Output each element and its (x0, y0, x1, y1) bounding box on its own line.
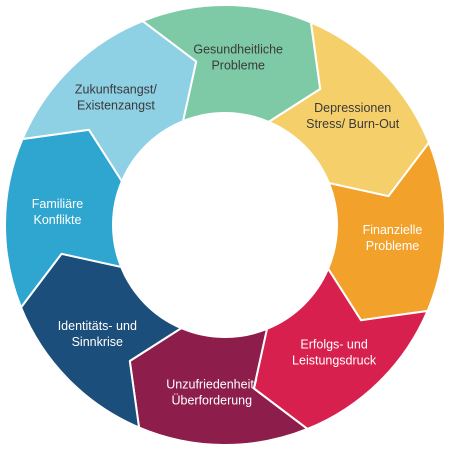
center-hole (114, 114, 336, 336)
segment-label-line: Sinnkrise (72, 335, 123, 349)
segment-label: Zukunftsangst/Existenzangst (75, 82, 158, 112)
segment-label: Unzufriedenheit/Überforderung (166, 378, 258, 408)
segment-label-line: Familiäre (32, 197, 83, 211)
segment-label-line: Probleme (211, 59, 265, 73)
segment-label-line: Finanzielle (363, 223, 423, 237)
segment-label-line: Erfolgs- und (300, 338, 367, 352)
cycle-segment (21, 20, 198, 183)
segment-label-line: Stress/ Burn-Out (306, 117, 400, 131)
segment-label-line: Gesundheitliche (193, 43, 283, 57)
segment-label-line: Leistungsdruck (292, 354, 377, 368)
segment-label-line: Unzufriedenheit/ (166, 378, 258, 392)
segment-label-line: Existenzangst (77, 98, 155, 112)
segment-label-line: Überforderung (171, 394, 252, 408)
segment-label-line: Probleme (366, 239, 420, 253)
segment-label-line: Depressionen (314, 101, 391, 115)
segment-label-line: Identitäts- und (58, 319, 137, 333)
segment-label-line: Konflikte (34, 213, 82, 227)
segment-label-line: Zukunftsangst/ (75, 82, 158, 96)
